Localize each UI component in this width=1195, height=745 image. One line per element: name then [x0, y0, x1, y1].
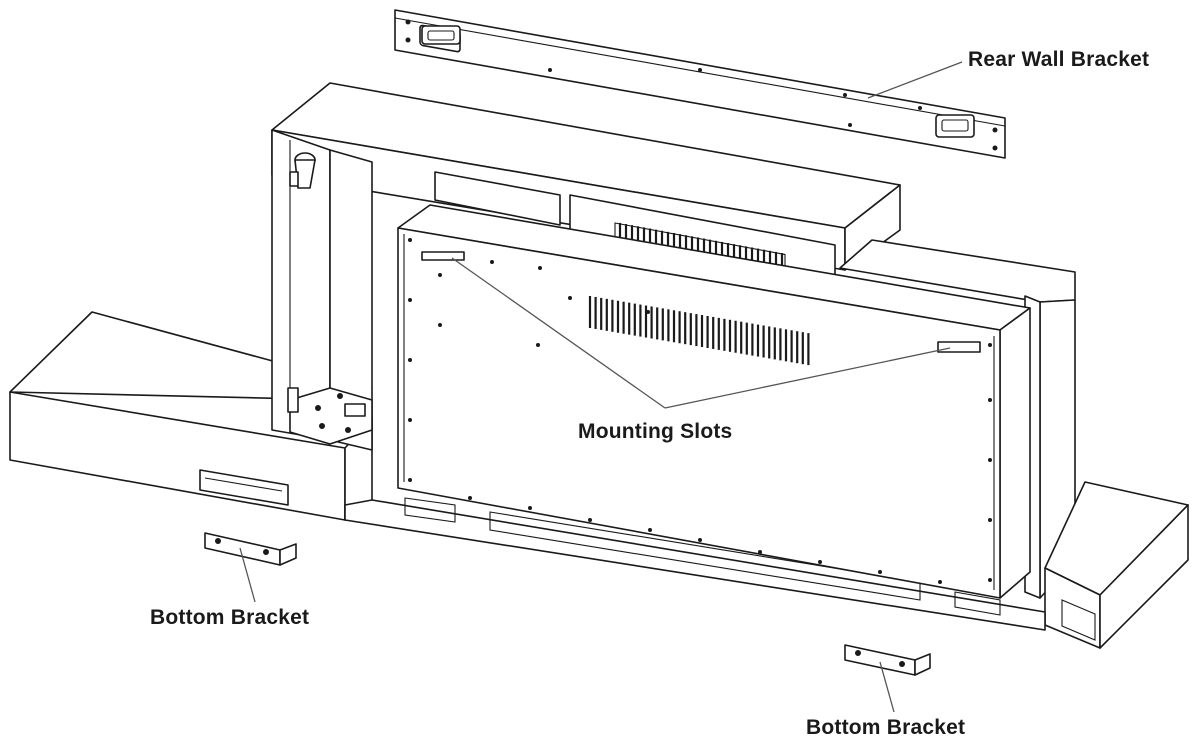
leader-mounting-slot-right [664, 347, 951, 409]
rear-wall-bracket [394, 9, 1006, 159]
label-mounting-slots: Mounting Slots [578, 420, 733, 443]
mantel-frame [271, 82, 1076, 599]
leader-rear-wall-bracket [867, 61, 963, 99]
mounting-slot-right [937, 341, 981, 353]
mounting-slot-left [421, 251, 465, 261]
leader-bottom-bracket-left [239, 547, 256, 603]
bottom-bracket-right-part [844, 644, 931, 676]
label-bottom-bracket-right: Bottom Bracket [806, 716, 966, 739]
bottom-bracket-left-part [204, 532, 297, 566]
label-bottom-bracket-left: Bottom Bracket [150, 606, 310, 629]
bottom-rail [344, 497, 1046, 631]
leader-mounting-slot-left [451, 257, 666, 409]
fireplace-insert [397, 204, 1031, 599]
leader-bottom-bracket-right [879, 661, 895, 713]
right-base-box [1044, 481, 1189, 649]
label-rear-wall-bracket: Rear Wall Bracket [968, 48, 1150, 71]
